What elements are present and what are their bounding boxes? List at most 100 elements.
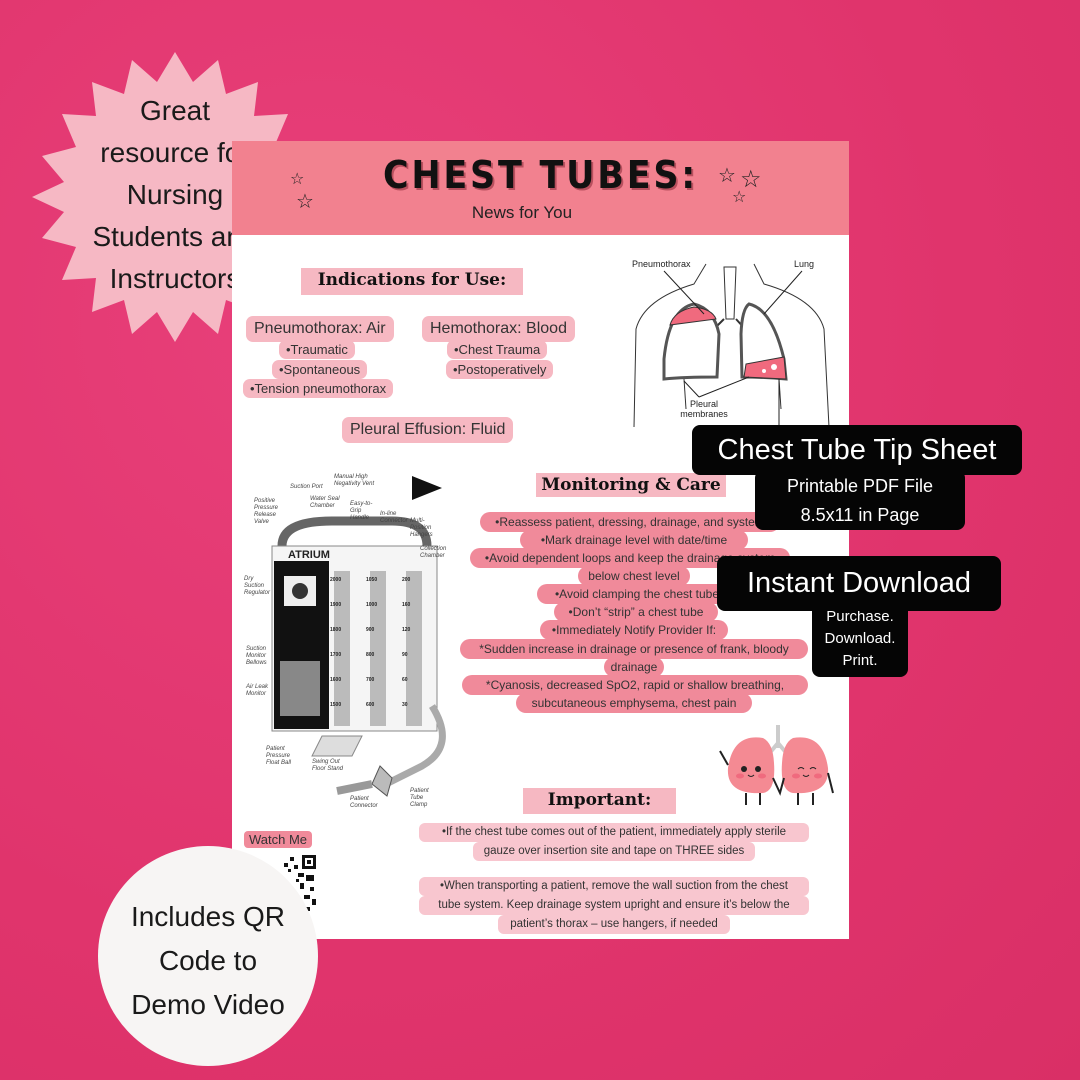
star-icon: ☆	[718, 163, 736, 187]
burst-line: Students and	[92, 221, 258, 252]
circle-line: Demo Video	[131, 989, 285, 1020]
burst-line: Great	[139, 95, 211, 126]
product-title-callout: Chest Tube Tip Sheet	[692, 425, 1022, 475]
step-text: Print.	[842, 652, 878, 669]
monitoring-line: •Avoid clamping the chest tube	[537, 584, 737, 604]
pneumo-item: •Spontaneous	[272, 360, 368, 379]
lungs-outline-icon	[633, 263, 830, 428]
svg-text:1700: 1700	[330, 652, 341, 658]
important-line: •If the chest tube comes out of the pati…	[419, 823, 809, 842]
svg-text:ATRIUM: ATRIUM	[288, 549, 330, 561]
hemo-item: •Chest Trauma	[447, 340, 548, 359]
monitoring-line: below chest level	[578, 566, 690, 586]
qr-info-circle-badge	[98, 846, 318, 1066]
page-title: CHEST TUBES:	[382, 153, 699, 197]
pneumothorax-label: Pneumothorax: Air	[246, 316, 394, 342]
page-size-text: 8.5x11 in Page	[800, 505, 920, 525]
pneumo-item: •Traumatic	[279, 340, 355, 359]
monitoring-line: •Reassess patient, dressing, drainage, a…	[480, 512, 780, 532]
page-subtitle: News for You	[471, 203, 573, 222]
step-text: Purchase.	[826, 608, 894, 625]
monitoring-line: *Cyanosis, decreased SpO2, rapid or shal…	[462, 675, 808, 695]
svg-text:1000: 1000	[366, 602, 377, 608]
burst-line: Nursing	[126, 179, 224, 210]
svg-text:800: 800	[366, 652, 375, 658]
tip-sheet-page: CHEST TUBES: News for You ☆ ☆ ☆ ☆ ☆ Indi…	[232, 141, 849, 939]
monitoring-line: subcutaneous emphysema, chest pain	[516, 693, 752, 713]
indications-heading: Indications for Use:	[301, 268, 523, 295]
star-icon: ☆	[296, 189, 314, 213]
svg-text:1500: 1500	[330, 702, 341, 708]
circle-badge-text: Includes QR Code to Demo Video	[98, 895, 318, 1027]
sheet-header: CHEST TUBES: News for You ☆ ☆ ☆ ☆ ☆	[232, 141, 849, 235]
monitoring-line: *Sudden increase in drainage or presence…	[460, 639, 808, 659]
monitoring-line: •Don’t “strip” a chest tube	[554, 602, 718, 622]
starburst-text: Great resource for Nursing Students and …	[30, 90, 320, 300]
label-patient-connector: Patient Connector	[350, 796, 378, 809]
label-handle: Easy-to-Grip Handle	[350, 501, 373, 521]
svg-text:1600: 1600	[330, 677, 341, 683]
hemothorax-label: Hemothorax: Blood	[422, 316, 575, 342]
label-water-seal: Water Seal Chamber	[310, 496, 340, 509]
svg-text:120: 120	[402, 627, 411, 633]
cute-lungs-illustration	[718, 723, 843, 813]
monitoring-line: drainage	[604, 657, 664, 677]
important-line: •When transporting a patient, remove the…	[419, 877, 809, 896]
file-info-callout: Printable PDF File 8.5x11 in Page	[755, 470, 965, 530]
burst-line: Instructors	[109, 263, 241, 294]
label-positive-valve: Positive Pressure Release Valve	[254, 498, 279, 525]
label-floor-stand: Swing Out Floor Stand	[312, 759, 344, 772]
monitoring-line: •Mark drainage level with date/time	[520, 530, 748, 550]
svg-text:600: 600	[366, 702, 375, 708]
file-type-text: Printable PDF File	[786, 476, 934, 496]
important-heading: Important:	[523, 788, 676, 814]
lung-anatomy-diagram: Pneumothorax Lung Pleural membranes	[624, 259, 844, 428]
circle-line: Code to	[158, 945, 258, 976]
important-line: tube system. Keep drainage system uprigh…	[419, 896, 809, 915]
cute-lungs-icon	[719, 725, 834, 805]
important-line: gauze over insertion site and tape on TH…	[473, 842, 755, 861]
monitoring-line: •Immediately Notify Provider If:	[540, 620, 728, 640]
effusion-label: Pleural Effusion: Fluid	[342, 417, 514, 443]
svg-text:60: 60	[402, 677, 408, 683]
svg-text:30: 30	[402, 702, 408, 708]
svg-text:160: 160	[402, 602, 411, 608]
circle-line: Includes QR	[130, 901, 286, 932]
chest-drain-device-diagram: ATRIUM 2000 1900 1800 1700 1600 1500 1050 1000…	[242, 466, 447, 811]
svg-text:1050: 1050	[366, 577, 377, 583]
label-hangers: Multi-Position Hangers	[410, 518, 433, 538]
star-icon: ☆	[740, 165, 762, 193]
important-line: patient’s thorax – use hangers, if neede…	[498, 915, 730, 934]
label-pneumothorax: Pneumothorax	[632, 259, 691, 269]
chest-drain-icon: ATRIUM 2000 1900 1800 1700 1600 1500 1050 1000…	[271, 476, 446, 797]
svg-text:2000: 2000	[330, 577, 341, 583]
watch-me-label: Watch Me	[244, 831, 313, 848]
label-pleural: Pleural membranes	[680, 399, 728, 419]
svg-text:90: 90	[402, 652, 408, 658]
steps-callout: Purchase. Download. Print.	[812, 603, 908, 677]
qr-code-icon[interactable]	[260, 853, 318, 915]
label-tube-clamp: Patient Tube Clamp	[410, 788, 429, 808]
star-icon: ☆	[732, 187, 747, 206]
label-manual-vent: Manual High Negativity Vent	[334, 474, 375, 487]
monitoring-line: •Avoid dependent loops and keep the drai…	[470, 548, 790, 568]
label-suction-port: Suction Port	[290, 484, 323, 490]
instant-download-callout: Instant Download	[717, 556, 1001, 611]
hemo-item: •Postoperatively	[446, 360, 554, 379]
label-air-leak: Air Leak Monitor	[246, 684, 269, 697]
label-collection: Collection Chamber	[420, 546, 447, 559]
pneumo-item: •Tension pneumothorax	[243, 379, 394, 398]
monitoring-heading: Monitoring & Care	[536, 473, 726, 497]
star-icon: ☆	[290, 169, 305, 188]
burst-line: resource for	[100, 137, 250, 168]
label-lung: Lung	[794, 259, 815, 269]
label-inline-connector: In-line Connector	[380, 511, 408, 524]
svg-text:200: 200	[402, 577, 411, 583]
svg-text:900: 900	[366, 627, 375, 633]
svg-text:1900: 1900	[330, 602, 341, 608]
label-bellows: Suction Monitor Bellows	[246, 646, 267, 666]
label-dry-suction: Dry Suction Regulator	[244, 576, 271, 596]
step-text: Download.	[824, 630, 896, 647]
svg-text:1800: 1800	[330, 627, 341, 633]
svg-text:700: 700	[366, 677, 375, 683]
